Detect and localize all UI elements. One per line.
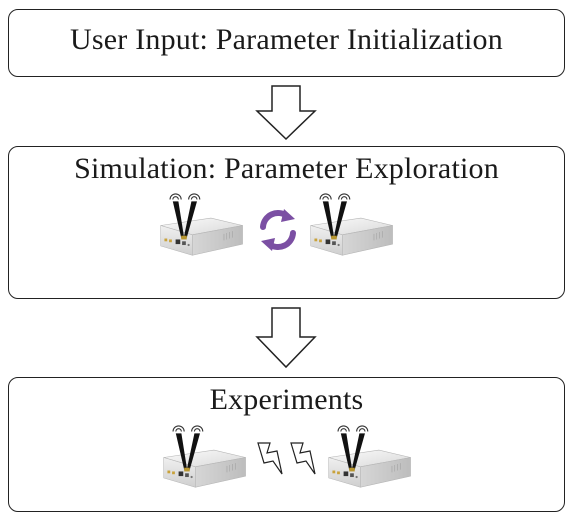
down-arrow-icon bbox=[255, 85, 317, 141]
down-arrow-icon bbox=[255, 307, 317, 369]
lightning-link-icon bbox=[290, 442, 316, 475]
stage-simulation: Simulation: Parameter Exploration bbox=[8, 146, 565, 299]
stage-title-simulation: Simulation: Parameter Exploration bbox=[74, 152, 499, 185]
stage-title-user-input: User Input: Parameter Initialization bbox=[70, 23, 503, 56]
lightning-link-icon bbox=[257, 442, 283, 475]
radio-device-icon bbox=[307, 188, 400, 263]
stage-user-input: User Input: Parameter Initialization bbox=[8, 9, 565, 77]
radio-device-icon bbox=[157, 188, 250, 263]
stage-title-experiments: Experiments bbox=[209, 383, 364, 416]
stage-experiments: Experiments bbox=[8, 377, 565, 512]
refresh-cycle-icon bbox=[260, 209, 296, 251]
radio-device-icon bbox=[325, 420, 418, 495]
radio-device-icon bbox=[160, 420, 253, 495]
